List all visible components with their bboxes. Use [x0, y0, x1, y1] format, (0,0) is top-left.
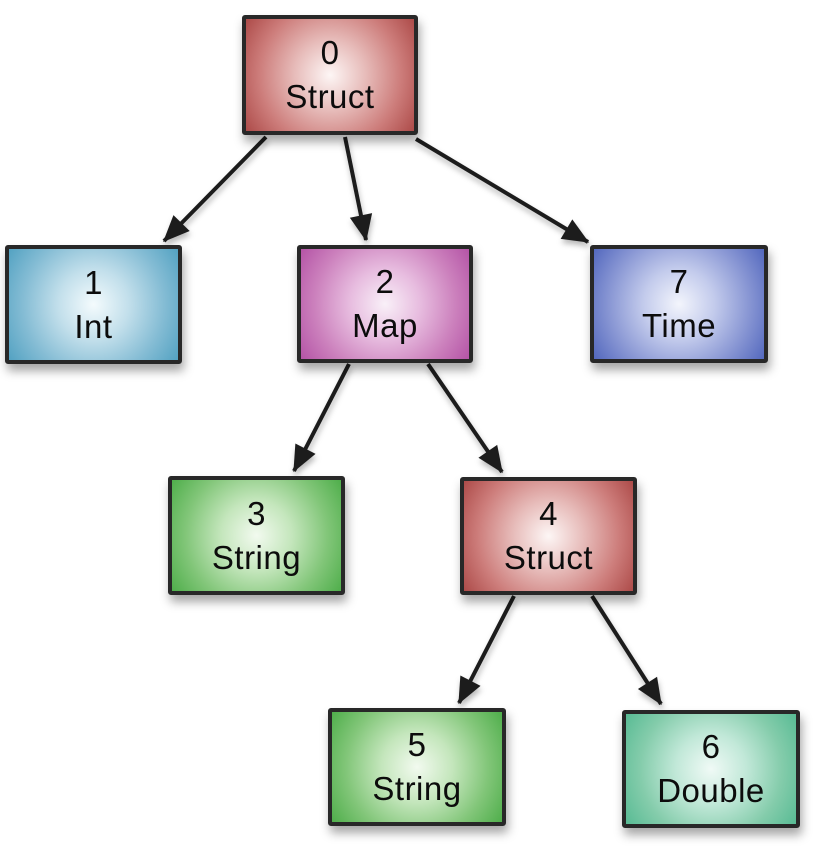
node-id-label: 2	[375, 263, 395, 300]
edge-2-to-3	[292, 363, 351, 473]
tree-node-7: 7 Time	[590, 245, 768, 363]
node-type-label: Map	[352, 307, 418, 344]
node-type-label: Time	[641, 307, 717, 344]
node-type-label: Double	[657, 772, 765, 809]
edge-0-to-1	[162, 135, 268, 243]
node-type-label: String	[372, 770, 462, 807]
edge-0-to-2	[343, 136, 373, 242]
tree-node-0: 0 Struct	[242, 15, 418, 135]
edge-4-to-5	[457, 595, 516, 705]
node-id-label: 4	[539, 495, 558, 532]
node-id-label: 6	[701, 728, 721, 765]
tree-node-6: 6 Double	[622, 710, 800, 828]
node-id-label: 0	[320, 34, 340, 71]
edge-4-to-6	[590, 594, 663, 706]
tree-node-2: 2 Map	[297, 245, 473, 363]
tree-node-3: 3 String	[168, 476, 345, 595]
node-id-label: 7	[669, 263, 689, 300]
node-id-label: 1	[84, 263, 103, 301]
tree-node-5: 5 String	[328, 708, 506, 826]
tree-node-4: 4 Struct	[460, 477, 637, 595]
node-type-label: String	[211, 538, 302, 576]
node-type-label: Int	[74, 307, 113, 345]
node-type-label: Struct	[285, 78, 375, 115]
node-type-label: Struct	[503, 539, 594, 576]
edge-0-to-7	[414, 137, 590, 244]
node-id-label: 5	[407, 726, 427, 763]
tree-node-1: 1 Int	[5, 245, 182, 364]
edge-2-to-4	[426, 362, 504, 474]
node-id-label: 3	[247, 494, 266, 532]
